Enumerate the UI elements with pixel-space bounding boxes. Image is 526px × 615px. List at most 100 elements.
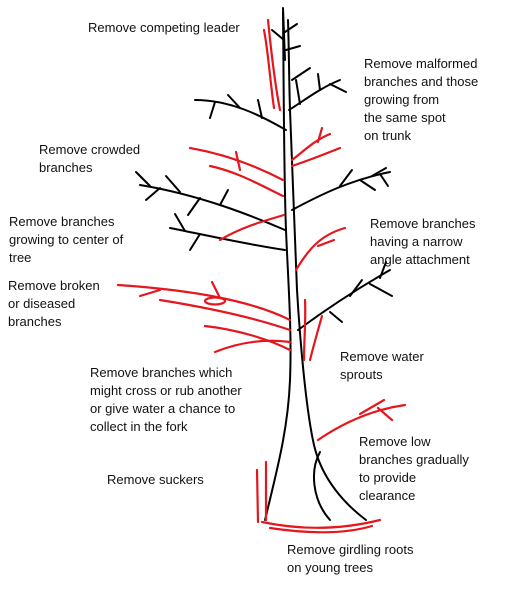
crowded-branch-1 (188, 146, 285, 182)
upper-left-twig-2 (209, 101, 216, 119)
label-cross-rub: Remove branches which might cross or rub… (90, 364, 242, 436)
label-girdling-line-2: on young trees (287, 560, 374, 575)
broken-twig-1 (138, 288, 162, 298)
upper-right-branch (288, 79, 341, 111)
upper-left-branch (194, 99, 287, 131)
branches-to-remove (116, 18, 407, 534)
right-lower-twig-3 (379, 261, 387, 279)
label-narrow-angle: Remove branches having a narrow angle at… (370, 215, 476, 269)
left-long-twig-2 (145, 187, 161, 201)
label-broken-line-2: or diseased (8, 296, 76, 311)
label-cross-line-4: collect in the fork (90, 419, 188, 434)
leader-tip (282, 7, 286, 61)
label-crowded-line-1: Remove crowded (39, 142, 141, 157)
label-malformed-line-2: branches and those (364, 74, 479, 89)
low-twig-2 (376, 406, 394, 422)
left-long-twig-3 (187, 197, 201, 216)
crowded-twig (234, 150, 242, 172)
water-sprout-1 (302, 298, 307, 362)
label-low-line-3: to provide (359, 470, 417, 485)
label-crowded: Remove crowded branches (39, 141, 140, 177)
label-broken-line-1: Remove broken (8, 278, 100, 293)
competing-leader-2 (262, 28, 276, 110)
left-lower-branch (169, 227, 286, 251)
label-competing-leader-line-1: Remove competing leader (88, 20, 240, 35)
label-low-line-4: clearance (359, 488, 416, 503)
label-low-line-2: branches gradually (359, 452, 469, 467)
healthy-branches (135, 7, 393, 521)
diseased-canker (203, 296, 227, 306)
right-lower-twig-1 (349, 279, 363, 297)
broken-branch-1 (116, 283, 292, 322)
broken-twig-2 (210, 280, 222, 300)
trunk-right-edge (287, 19, 367, 521)
label-narrow-line-1: Remove branches (370, 216, 476, 231)
narrow-angle-twig (316, 238, 336, 248)
label-crowded-line-2: branches (39, 160, 93, 175)
left-lower-twig-1 (189, 233, 201, 251)
cross-branch-1 (203, 324, 292, 352)
upper-right-twig-4 (329, 83, 347, 93)
upper-left-twig-1 (227, 94, 241, 109)
upper-right-twig-2 (295, 79, 301, 105)
right-lower-twig-4 (329, 311, 343, 323)
broken-branch-2 (158, 298, 292, 332)
sucker-1 (255, 468, 260, 524)
label-cross-line-3: or give water a chance to (90, 401, 236, 416)
left-long-twig-5 (219, 189, 229, 206)
malformed-branch-2 (290, 146, 342, 168)
label-broken-diseased: Remove broken or diseased branches (8, 277, 100, 331)
left-lower-twig-2 (174, 213, 186, 232)
label-narrow-line-2: having a narrow (370, 234, 463, 249)
label-water-line-1: Remove water (340, 349, 424, 364)
leader-twig-1 (271, 29, 285, 41)
right-mid-twig-2 (359, 179, 376, 191)
label-center-line-1: Remove branches (9, 214, 115, 229)
narrow-angle-branch (294, 226, 347, 272)
label-water-sprouts: Remove water sprouts (340, 348, 424, 384)
right-mid-twig-1 (339, 169, 353, 187)
label-girdling-roots: Remove girdling roots on young trees (287, 541, 413, 577)
left-long-twig-4 (135, 171, 151, 187)
label-center-line-2: growing to center of (9, 232, 124, 247)
trunk-left-edge (264, 11, 292, 521)
low-twig-1 (358, 398, 386, 416)
label-suckers-line-1: Remove suckers (107, 472, 204, 487)
competing-leader (266, 18, 282, 112)
label-competing-leader: Remove competing leader (88, 19, 240, 37)
crowded-branch-2 (208, 164, 285, 198)
upper-right-twig-1 (317, 73, 321, 91)
label-low-line-1: Remove low (359, 434, 431, 449)
label-girdling-line-1: Remove girdling roots (287, 542, 414, 557)
label-malformed-line-5: on trunk (364, 128, 411, 143)
right-lower-branch (297, 269, 391, 331)
label-narrow-line-3: angle attachment (370, 252, 470, 267)
water-sprout-2 (308, 314, 324, 362)
label-malformed-line-3: growing from (364, 92, 440, 107)
cross-branch-2 (213, 339, 292, 354)
label-malformed-line-1: Remove malformed (364, 56, 478, 71)
malformed-twig (316, 126, 324, 144)
left-long-branch (139, 184, 286, 231)
right-mid-twig-4 (379, 173, 389, 187)
center-branch (218, 213, 286, 242)
label-suckers: Remove suckers (107, 471, 204, 489)
label-low-branches: Remove low branches gradually to provide… (359, 433, 469, 505)
left-long-twig-1 (165, 175, 181, 193)
leader-twig-2 (284, 23, 298, 33)
malformed-branch-1 (290, 132, 332, 162)
leader-twig-3 (285, 45, 301, 51)
label-center-line-3: tree (9, 250, 32, 265)
label-center-of-tree: Remove branches growing to center of tre… (9, 213, 123, 267)
trunk-fork-line (313, 451, 331, 521)
label-malformed: Remove malformed branches and those grow… (364, 55, 478, 145)
right-mid-branch (291, 171, 391, 211)
label-cross-line-1: Remove branches which (90, 365, 233, 380)
upper-right-twig-3 (291, 67, 311, 81)
label-water-line-2: sprouts (340, 367, 383, 382)
label-broken-line-3: branches (8, 314, 62, 329)
right-mid-twig-3 (371, 167, 387, 177)
low-branch (316, 403, 407, 442)
